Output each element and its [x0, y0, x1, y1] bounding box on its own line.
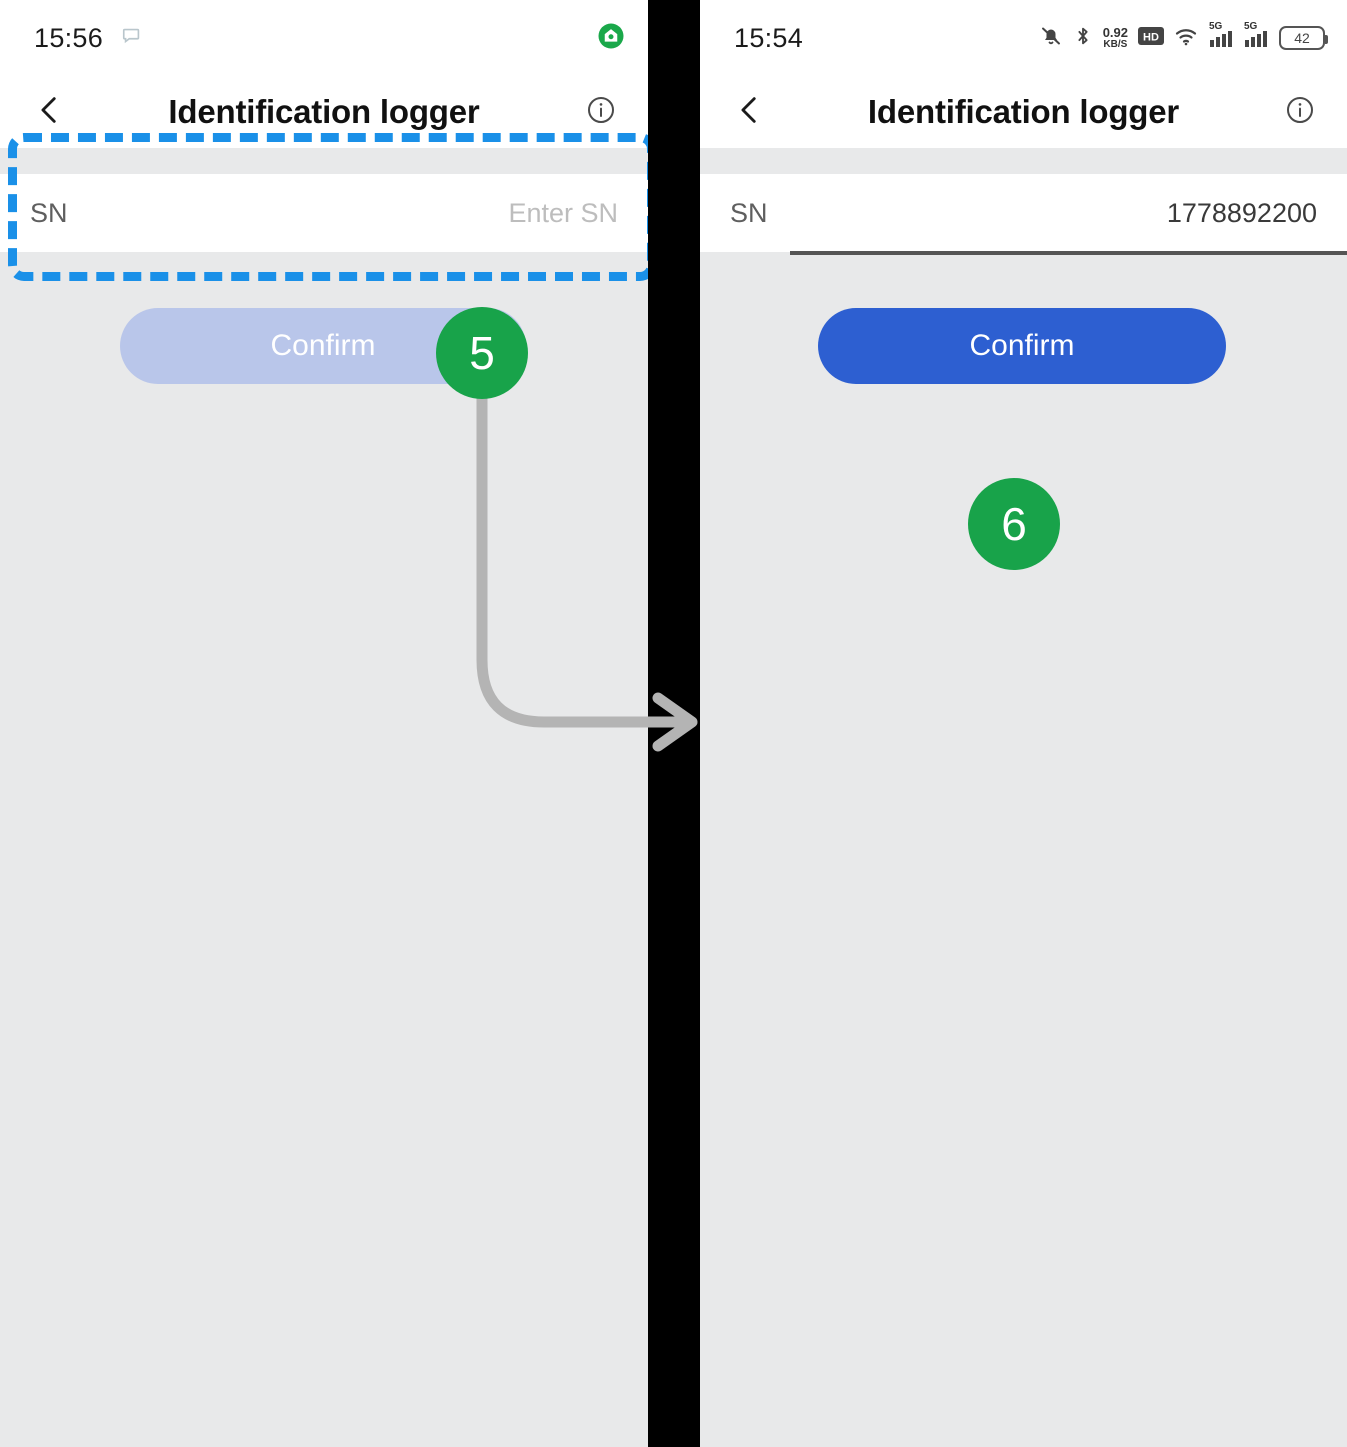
- network-speed-value: 0.92: [1102, 25, 1128, 40]
- info-button[interactable]: [578, 89, 624, 135]
- status-right-icon-group: 0.92 KB/S HD: [1039, 20, 1328, 53]
- signal-5g-label-2: 5G: [1244, 20, 1258, 32]
- network-speed-unit: KB/S: [1103, 39, 1128, 50]
- signal-5g-1-icon: 5G: [1209, 20, 1235, 53]
- sn-input-value[interactable]: 1778892200: [1166, 197, 1317, 228]
- signal-5g-2-icon: 5G: [1244, 20, 1270, 53]
- info-button[interactable]: [1277, 89, 1323, 135]
- left-phone-screen: 15:56: [0, 0, 648, 1447]
- network-speed-icon: 0.92 KB/S: [1103, 26, 1128, 50]
- back-button[interactable]: [726, 88, 774, 136]
- status-left-icon-group: [121, 25, 143, 52]
- step-badge-5: 5: [436, 307, 528, 399]
- status-bar-time: 15:54: [734, 22, 804, 53]
- left-status-bar: 15:56: [0, 0, 648, 76]
- battery-level-label: 42: [1294, 30, 1310, 46]
- left-confirm-zone: Confirm: [0, 252, 648, 452]
- status-bar-time: 15:56: [34, 22, 104, 53]
- step-badge-6: 6: [968, 478, 1060, 570]
- bell-off-icon: [1039, 24, 1063, 53]
- left-app-bar: Identification logger: [0, 76, 648, 148]
- battery-icon: 42: [1279, 26, 1328, 50]
- signal-5g-label-1: 5G: [1209, 20, 1223, 32]
- chat-bubble-icon: [121, 25, 143, 52]
- right-confirm-zone: Confirm: [700, 252, 1347, 452]
- back-button[interactable]: [26, 88, 74, 136]
- sn-label: SN: [730, 197, 768, 228]
- left-gap-strip: [0, 148, 648, 174]
- right-app-bar: Identification logger: [700, 76, 1347, 148]
- sn-input-placeholder[interactable]: Enter SN: [508, 197, 618, 228]
- hd-icon: HD: [1137, 25, 1165, 52]
- sn-input-row[interactable]: SN 1778892200: [700, 174, 1347, 255]
- sn-input-row[interactable]: SN Enter SN: [0, 174, 648, 252]
- right-phone-screen: 15:54 0.92 KB/S: [700, 0, 1347, 1447]
- sn-input-underline: [790, 251, 1347, 255]
- panel-divider: [648, 0, 700, 1447]
- page-title: Identification logger: [168, 93, 480, 130]
- confirm-button-enabled[interactable]: Confirm: [818, 308, 1226, 384]
- right-gap-strip: [700, 148, 1347, 174]
- svg-text:HD: HD: [1143, 31, 1159, 43]
- chevron-left-icon: [733, 93, 767, 132]
- info-circle-icon: [585, 94, 617, 131]
- right-status-bar: 15:54 0.92 KB/S: [700, 0, 1347, 76]
- wifi-icon: [1174, 25, 1200, 52]
- bluetooth-icon: [1072, 24, 1094, 53]
- green-lock-badge-icon: [596, 21, 626, 56]
- info-circle-icon: [1284, 94, 1316, 131]
- sn-label: SN: [30, 197, 68, 228]
- status-right-icon-group: [596, 21, 626, 56]
- chevron-left-icon: [33, 93, 67, 132]
- page-title: Identification logger: [867, 93, 1180, 130]
